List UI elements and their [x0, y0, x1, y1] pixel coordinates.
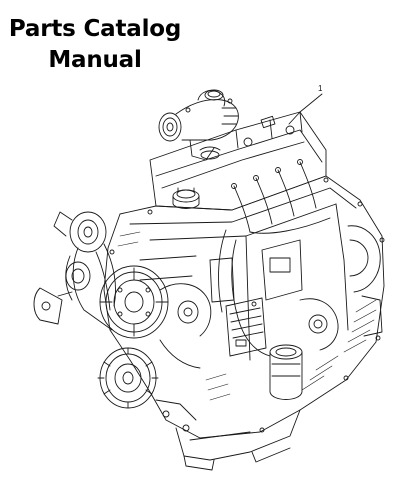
oil-pan-icon [176, 410, 300, 470]
oil-filter-icon [270, 345, 302, 400]
callout-number: 1 [318, 84, 323, 93]
page-title: Parts Catalog Manual [0, 14, 190, 76]
valve-cover-icon [150, 112, 326, 210]
mounting-bracket-icon [34, 288, 72, 324]
block-ribs-icon [118, 232, 376, 400]
drive-belt-icon [66, 248, 112, 330]
alternator-icon [54, 212, 116, 306]
ecu-module-icon [226, 298, 266, 356]
starter-motor-icon [300, 226, 382, 350]
vibration-damper-icon [98, 348, 158, 408]
title-line-1: Parts Catalog [8, 16, 182, 42]
crankshaft-pulley-icon [100, 266, 168, 338]
timing-cover-icon [156, 284, 211, 431]
engine-block-icon [104, 176, 384, 438]
oil-filler-cap-icon [173, 188, 199, 209]
bolts-icon [110, 178, 384, 432]
turbocharger-icon [159, 90, 238, 160]
title-line-2: Manual [48, 47, 142, 73]
